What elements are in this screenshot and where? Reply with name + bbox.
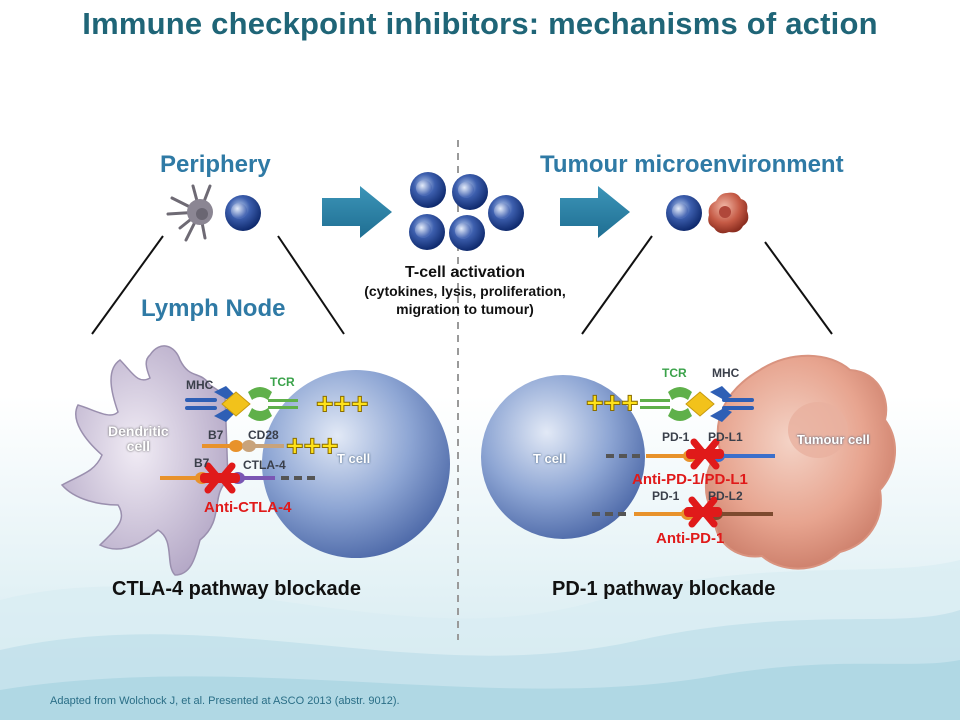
dendritic-cell-label-line1: Dendritic [108,423,169,439]
b7-cd28-complex-icon [202,440,284,452]
pd1-label-top: PD-1 [662,430,690,444]
dendritic-cell-small-icon [166,184,213,242]
source-citation: Adapted from Wolchock J, et al. Presente… [50,695,400,707]
arrow-to-tumour-icon [560,186,630,238]
t-cell-label-right: T cell [533,451,567,466]
tumour-cell-label: Tumour cell [797,432,870,447]
tumour-cell-small-icon [708,192,749,234]
tcr-label-right: TCR [662,366,687,380]
dendritic-cell-label-line2: cell [126,438,151,454]
pdl1-label: PD-L1 [708,430,743,444]
signal-plus-right: +++ [586,387,639,420]
pdl2-label: PD-L2 [708,489,743,503]
b7-label-bottom: B7 [194,456,210,470]
signal-plus-top-left: +++ [316,388,369,421]
heading-periphery: Periphery [160,151,271,178]
t-cell-large-left-icon [262,370,450,558]
anti-pd1-pdl1-antibody-icon [686,438,724,470]
anti-pd1-label: Anti-PD-1 [656,530,725,547]
activation-detail-1: (cytokines, lysis, proliferation, [364,283,566,299]
tcr-mhc-complex-right-icon [640,386,754,422]
t-cell-small-icon [225,195,261,231]
ctla4-pathway-caption: CTLA-4 pathway blockade [112,578,361,600]
pd1-label-bottom: PD-1 [652,489,680,503]
tcr-label-left: TCR [270,375,295,389]
dendritic-cell-large-icon [60,345,229,576]
pd1-pathway-caption: PD-1 pathway blockade [552,578,776,600]
heading-tumour-microenvironment: Tumour microenvironment [540,151,844,178]
anti-ctla4-antibody-icon [200,462,240,494]
arrow-to-activation-icon [322,186,392,238]
t-cell-large-right-icon [481,375,645,539]
ctla4-label: CTLA-4 [243,458,286,472]
anti-ctla4-label: Anti-CTLA-4 [204,499,292,516]
mhc-tcr-complex-left-icon [185,386,298,422]
heading-lymph-node: Lymph Node [141,295,286,322]
activation-detail-2: migration to tumour) [396,301,534,317]
dendritic-cell-label: Dendritic cell [108,424,169,454]
background-waves [0,560,960,720]
page-title: Immune checkpoint inhibitors: mechanisms… [82,6,878,41]
activated-t-cell-cluster-icon [409,172,524,251]
mhc-label-right: MHC [712,366,740,380]
tumour-cell-large-icon [704,354,896,570]
t-cell-activation-note: T-cell activation (cytokines, lysis, pro… [330,264,600,318]
signal-plus-bottom-left: +++ [286,430,339,463]
t-cell-small-tumour-icon [666,195,702,231]
anti-pd1-pdl1-label: Anti-PD-1/PD-L1 [632,471,748,488]
activation-title: T-cell activation [404,264,526,281]
cd28-label: CD28 [248,428,279,442]
anti-pd1-antibody-icon [684,496,722,528]
mhc-label-left: MHC [186,378,214,392]
b7-label-top: B7 [208,428,224,442]
t-cell-label-left: T cell [337,451,371,466]
